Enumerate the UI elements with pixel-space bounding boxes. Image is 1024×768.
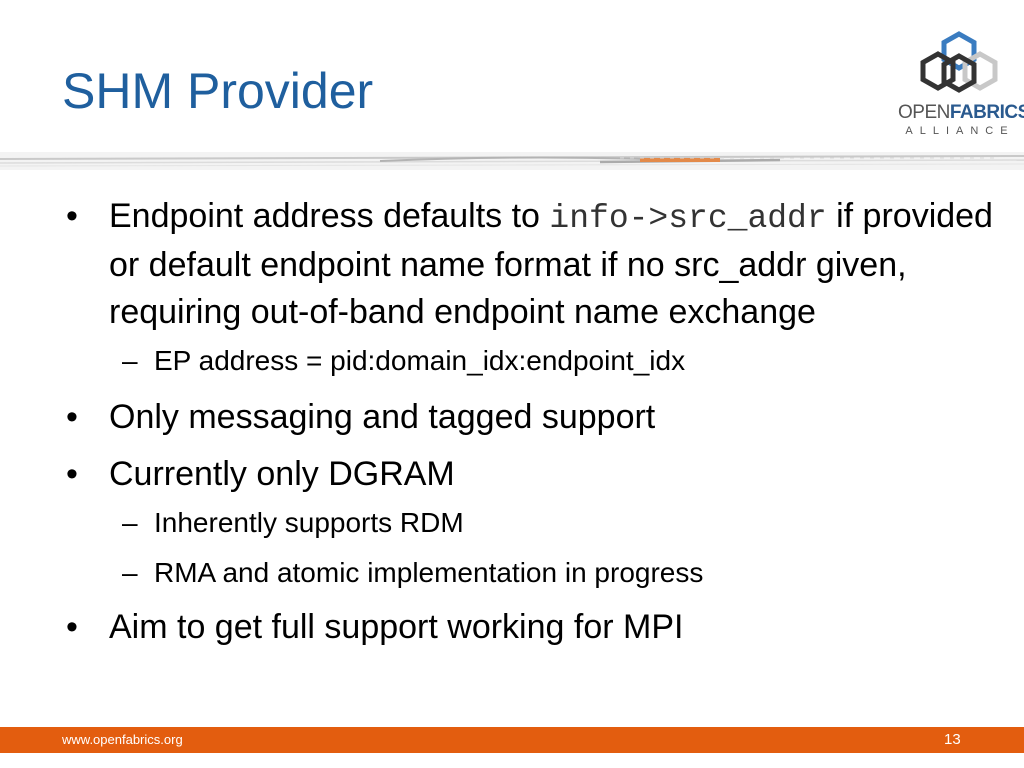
slide-title: SHM Provider bbox=[62, 63, 374, 119]
logo-word-fabrics: FABRICS bbox=[949, 102, 1024, 123]
bullet-marker: • bbox=[66, 455, 78, 493]
bullet-marker: • bbox=[66, 608, 78, 646]
sub-bullet-ep-address: – EP address = pid:domain_idx:endpoint_i… bbox=[66, 336, 1006, 386]
bullet-messaging-support: • Only messaging and tagged support bbox=[66, 394, 1006, 441]
bullet-marker: • bbox=[66, 197, 78, 235]
openfabrics-logo: OPENFABRICS ALLIANCE bbox=[898, 30, 1024, 140]
header-divider bbox=[0, 152, 1024, 170]
footer-url: www.openfabrics.org bbox=[62, 732, 183, 747]
sub-bullet-marker: – bbox=[122, 557, 138, 588]
sub-bullet-text: RMA and atomic implementation in progres… bbox=[154, 557, 704, 588]
sub-bullet-marker: – bbox=[122, 507, 138, 538]
sub-bullet-text: EP address = pid:domain_idx:endpoint_idx bbox=[154, 345, 686, 376]
sub-bullet-rdm: – Inherently supports RDM bbox=[66, 498, 1006, 548]
sub-bullet-marker: – bbox=[122, 345, 138, 376]
hexagon-logo-icon bbox=[920, 31, 998, 93]
bullet-dgram: • Currently only DGRAM bbox=[66, 451, 1006, 498]
sub-bullet-rma-atomic: – RMA and atomic implementation in progr… bbox=[66, 548, 1006, 598]
code-src-addr: info->src_addr bbox=[549, 200, 827, 237]
footer-margin bbox=[0, 753, 1024, 768]
page-number: 13 bbox=[944, 731, 961, 748]
bullet-endpoint-address: • Endpoint address defaults to info->src… bbox=[66, 193, 1006, 336]
bullet-text: Endpoint address defaults to bbox=[109, 197, 550, 235]
bullet-mpi-support: • Aim to get full support working for MP… bbox=[66, 604, 1006, 651]
logo-wordmark: OPENFABRICS bbox=[898, 102, 1024, 124]
slide-content: • Endpoint address defaults to info->src… bbox=[66, 193, 1006, 651]
sub-bullet-text: Inherently supports RDM bbox=[154, 507, 464, 538]
bullet-marker: • bbox=[66, 398, 78, 436]
logo-word-open: OPEN bbox=[898, 102, 950, 123]
footer-bar: www.openfabrics.org 13 bbox=[0, 727, 1024, 753]
bullet-text: Aim to get full support working for MPI bbox=[109, 608, 684, 646]
bullet-text-rest: if provided or default endpoint name for… bbox=[109, 197, 993, 331]
logo-subtitle: ALLIANCE bbox=[905, 125, 1015, 137]
bullet-text: Only messaging and tagged support bbox=[109, 398, 656, 436]
bullet-text: Currently only DGRAM bbox=[109, 455, 455, 493]
